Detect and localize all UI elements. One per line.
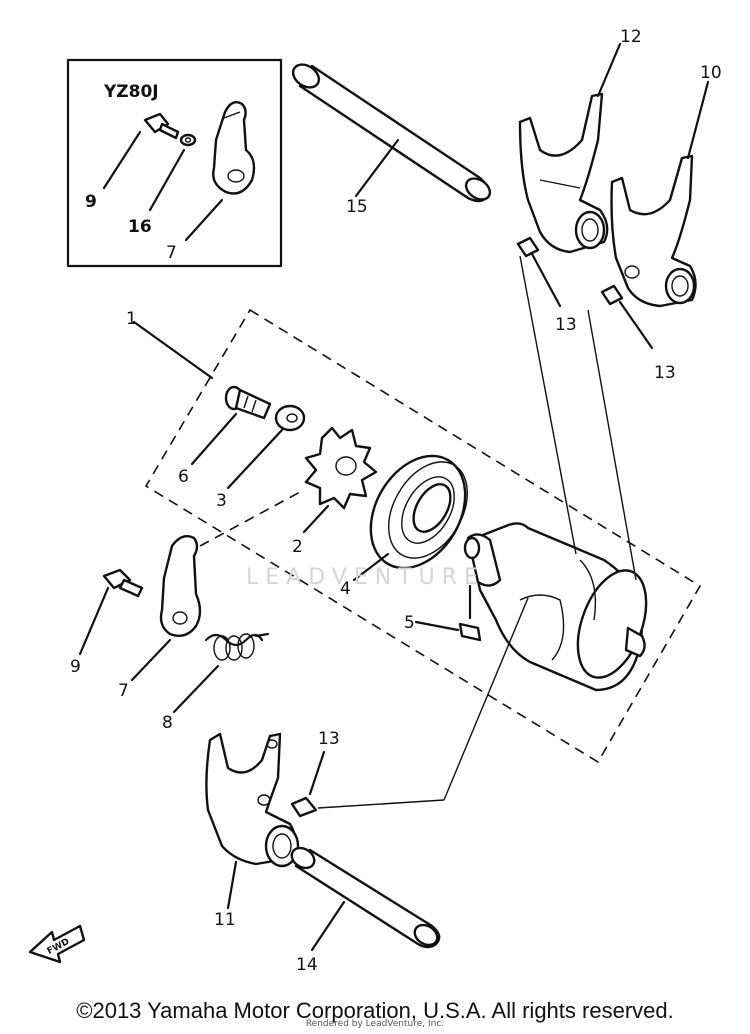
callout-13-a: 13 [555,315,577,335]
watermark: LEADVENTURE [246,565,485,590]
callout-13-b: 13 [654,363,676,383]
guide-pin-13-upper-left: 13 [516,236,577,335]
callout-2: 2 [292,537,303,557]
callout-16: 16 [128,217,152,237]
callout-12: 12 [620,27,642,47]
segment-2: 2 [292,426,378,557]
guide-bar-15: 15 [291,63,492,217]
shift-fork-10: 10 [610,63,722,308]
shift-fork-11: 11 [205,732,300,930]
callout-13-c: 13 [318,729,340,749]
spring-8: 8 [162,632,270,733]
callout-9: 9 [70,657,81,677]
stopper-plate-7: 7 [118,491,301,701]
inset-title: YZ80J [103,82,159,102]
washer-3: 3 [216,404,306,511]
inset-bolt-part [143,112,180,140]
shift-cam-fork-diagram: YZ80J 9 16 7 [28,27,722,975]
inset-box: YZ80J 9 16 7 [66,58,283,268]
shift-cam-drum [463,522,648,692]
shift-fork-12: 12 [518,27,642,254]
callout-9-inset: 9 [85,192,97,212]
callout-1: 1 [126,309,137,329]
inset-washer-part [179,133,197,147]
callout-10: 10 [700,63,722,83]
bearing-4: 4 [340,454,468,599]
bolt-9: 9 [70,568,144,677]
callout-3: 3 [216,491,227,511]
callout-5: 5 [404,613,415,633]
callout-4: 4 [340,579,351,599]
assembly-box-1: 1 [126,308,702,764]
callout-15: 15 [346,197,368,217]
part-5: 5 [404,613,482,642]
inset-stopper-plate-part [212,101,256,195]
callout-7-inset: 7 [166,243,177,263]
callout-7: 7 [118,681,129,701]
copyright-notice: ©2013 Yamaha Motor Corporation, U.S.A. A… [76,998,674,1023]
rendered-by-note: Rendered by LeadVenture, Inc. [305,1019,445,1029]
callout-11: 11 [214,910,236,930]
callout-14: 14 [296,955,318,975]
guide-pin-13-upper-right: 13 [600,284,676,383]
callout-6: 6 [178,467,189,487]
callout-8: 8 [162,713,173,733]
guide-pin-13-lower: 13 [290,729,340,818]
screw-6: 6 [178,385,272,487]
guide-bar-14: 14 [290,846,441,975]
fwd-arrow-icon: FWD [28,924,86,964]
